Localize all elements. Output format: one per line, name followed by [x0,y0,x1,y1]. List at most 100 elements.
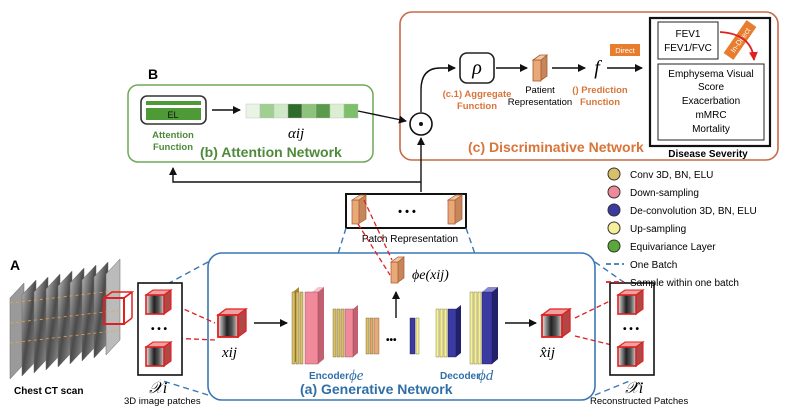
legend-item: Equivariance Layer [607,239,716,253]
f-symbol: f [594,57,602,79]
legend: Conv 3D, BN, ELU Down-samplingDe-convolut… [606,167,757,289]
legend-swatch [607,221,621,235]
chest-ct-stack [9,258,135,380]
input-patch-top [144,288,173,316]
el-label: EL [167,110,178,120]
decoder-upsample-1 [435,308,448,358]
legend-label: Up-sampling [630,224,686,235]
panel-letter-a: A [10,257,20,273]
xi-symbol: 𝒳i [149,380,168,397]
alpha-symbol: αij [288,126,304,142]
input-patch: xij [216,307,248,361]
indirect-output-2: Exacerbation [682,96,740,107]
reconstructed-patch-bottom [616,340,645,368]
batch-line-left-bottom [159,379,209,396]
arrow-alpha-to-product [357,110,407,124]
decoder-deconv-block-1 [409,317,420,355]
attention-network-box: EL Attention Function (b) Attention Netw… [127,84,374,163]
legend-item: One Batch [606,260,677,271]
encoder-stack: ••• [291,287,420,365]
patient-label-line1: Patient [525,85,555,96]
aggregate-label-line2: Function [457,101,497,112]
indirect-arrow [719,31,758,61]
sample-line-right-top [574,299,613,319]
indirect-output-4: Mortality [692,124,730,135]
decoder-deconv-block-2 [447,305,461,358]
arrow-product-to-rho [420,64,456,112]
indirect-output-0: Emphysema Visual [668,69,753,80]
legend-item: Up-sampling [607,221,686,235]
legend-label: One Batch [630,260,677,271]
prediction-function-node: f () Prediction Function [572,57,628,108]
input-patch-bottom [144,340,173,368]
sample-line-right-bottom [574,335,613,346]
decoder-stack [435,287,498,365]
svg-text:Direct: Direct [615,46,636,55]
patch-dots: • • • [398,206,416,218]
reconstructed-patches-box: • • • [609,282,655,376]
batch-line-patch-right [465,227,476,255]
sample-line-1 [357,223,391,276]
disease-severity-label: Disease Severity [668,149,748,160]
legend-label: Conv 3D, BN, ELU [630,170,713,181]
legend-swatch [607,239,621,253]
batch-line-right-bottom [594,379,633,396]
legend-item: Conv 3D, BN, ELU [607,167,713,181]
encoder-downsample-2 [344,305,358,358]
decoder-deconv-block-3 [481,287,498,365]
encoder-conv-block-3 [365,317,380,355]
chest-ct-label: Chest CT scan [14,386,83,397]
decoder-upsample-2 [469,291,482,365]
rho-symbol: ρ [471,57,482,79]
legend-item: De-convolution 3D, BN, ELU [607,203,757,217]
patch-representation-box: • • • Patch Representation [345,193,467,245]
direct-output-0: FEV1 [675,29,700,40]
arrow-patch-to-attention [169,167,421,183]
attention-network-title: (b) Attention Network [200,144,342,160]
legend-label: Equivariance Layer [630,242,716,253]
patch-representation-label: Patch Representation [362,234,458,245]
xi-hat-symbol: 𝒳̂i [625,380,644,397]
legend-label: De-convolution 3D, BN, ELU [630,206,757,217]
input-symbol: xij [221,345,237,361]
reconstructed-patch-top [616,288,645,316]
input-patch-dots: • • • [151,324,168,335]
sample-line-2 [363,199,393,261]
panel-letter-b: B [148,66,158,82]
legend-item: Down-sampling [607,185,699,199]
aggregate-function-node: ρ (c.1) Aggregate Function [443,52,512,112]
discriminative-network-title: (c) Discriminative Network [468,139,644,155]
svg-text:Encoder: Encoder [309,371,349,382]
latent-symbol: ϕe(xij) [412,268,449,283]
decoder-label: Decoder ϕd [440,368,494,384]
generative-network-title: (a) Generative Network [300,381,453,397]
encoder-conv-block-2 [332,308,345,358]
output-patch: x̂ij [539,307,572,361]
elementwise-product-node [409,112,433,136]
legend-label: Down-sampling [630,188,699,199]
direct-output-1: FEV1/FVC [664,43,712,54]
batch-line-right-top [594,261,633,289]
decoder-symbol: ϕd [478,368,494,384]
input-patches-box: • • • [137,282,183,376]
encoder-symbol: ϕe [349,368,364,384]
direct-badge: Direct [610,44,640,56]
disease-severity-box: FEV1 FEV1/FVC Emphysema Visual Score Exa… [648,16,772,160]
attention-weights-strip: αij [245,103,359,142]
legend-swatch [607,167,621,181]
latent-block: ϕe(xij) [389,256,449,284]
encoder-conv-block-1 [291,287,304,365]
legend-swatch [607,203,621,217]
prediction-label-line2: Function [580,97,620,108]
bottleneck-dots: ••• [386,335,397,346]
aggregate-label-line1: (c.1) Aggregate [443,89,512,100]
reconstructed-patches-label: Reconstructed Patches [590,396,688,407]
attention-function-line1: Attention [152,130,194,141]
patient-label-line2: Representation [508,97,572,108]
svg-text:Decoder: Decoder [440,371,480,382]
prediction-label-line1: () Prediction [572,85,628,96]
encoder-downsample-1 [304,287,324,365]
indirect-output-3: mMRC [695,110,726,121]
batch-line-patch-left [337,227,347,255]
